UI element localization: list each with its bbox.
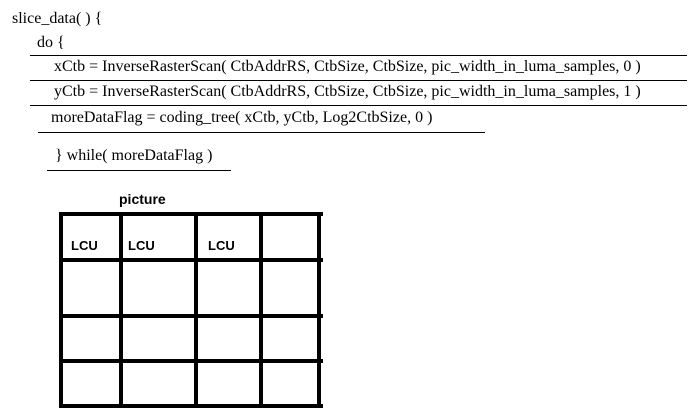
grid-line [59, 212, 63, 408]
lcu-label: LCU [208, 238, 235, 253]
grid-line [59, 314, 323, 318]
grid-line [259, 212, 263, 408]
lcu-label: LCU [71, 238, 98, 253]
grid-line [119, 212, 123, 408]
syntax-line-while: } while( moreDataFlag ) [55, 147, 213, 164]
syntax-row-divider [30, 105, 687, 106]
syntax-line-xctb: xCtb = InverseRasterScan( CtbAddrRS, Ctb… [54, 58, 641, 75]
picture-title: picture [119, 191, 166, 207]
grid-line [59, 258, 323, 262]
grid-line [194, 212, 198, 408]
syntax-row-divider [30, 80, 687, 81]
grid-line [59, 212, 323, 216]
lcu-grid: LCU LCU LCU [59, 212, 323, 408]
syntax-line-do: do { [37, 34, 65, 51]
grid-line [317, 212, 321, 408]
syntax-line-more-data-flag: moreDataFlag = coding_tree( xCtb, yCtb, … [51, 109, 433, 126]
syntax-row-divider [30, 55, 687, 56]
lcu-label: LCU [128, 238, 155, 253]
syntax-line-slice-data: slice_data( ) { [12, 10, 103, 27]
syntax-row-divider [38, 132, 485, 133]
grid-line [59, 404, 323, 408]
syntax-row-divider [47, 170, 231, 171]
grid-line [59, 359, 323, 363]
syntax-table: slice_data( ) { do { xCtb = InverseRaste… [0, 0, 690, 190]
syntax-line-yctb: yCtb = InverseRasterScan( CtbAddrRS, Ctb… [54, 83, 641, 100]
